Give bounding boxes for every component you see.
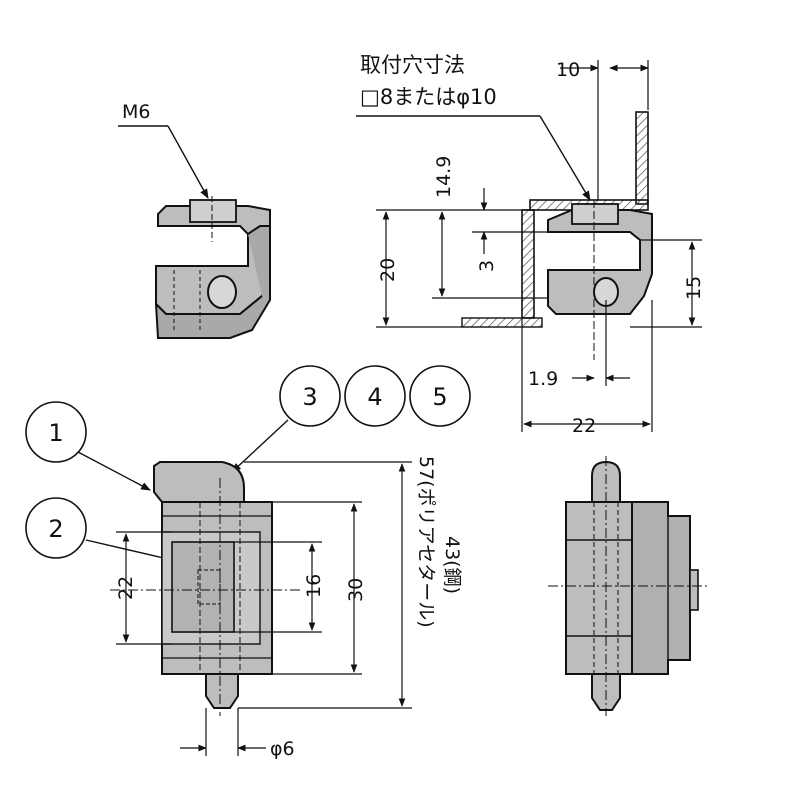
thread-label: M6: [122, 101, 150, 123]
dim-22-top-label: 22: [572, 415, 596, 437]
side-view-right: [548, 456, 708, 716]
dim-3-label: 3: [476, 260, 498, 272]
front-view: [110, 461, 300, 716]
dim-22-front: 22: [115, 531, 172, 645]
dim-15-label: 15: [683, 276, 705, 300]
dim-43-label: 43(鋼): [441, 536, 463, 594]
mount-hole-callout: 取付穴寸法 □8またはφ10: [356, 53, 591, 201]
balloon-1: 1: [25, 401, 151, 491]
balloon-3: 3: [231, 365, 341, 473]
mount-hole-title: 取付穴寸法: [360, 53, 465, 77]
balloon-2: 2: [25, 497, 199, 568]
dim-3: 3: [472, 188, 548, 272]
balloon-3-label: 3: [302, 383, 317, 411]
side-view-left: [154, 196, 271, 339]
dim-16-label: 16: [303, 574, 325, 598]
dim-1-9-label: 1.9: [528, 368, 558, 390]
dim-22-front-label: 22: [115, 576, 137, 600]
dim-16: 16: [234, 541, 325, 633]
dim-1-9: 1.9: [528, 300, 630, 390]
dim-14-9-label: 14.9: [433, 156, 455, 198]
dim-22-top: 22: [521, 300, 653, 437]
dim-30-label: 30: [345, 578, 367, 602]
dim-57: 57(ポリアセタール) 43(鋼): [238, 456, 463, 709]
dim-30: 30: [272, 501, 367, 675]
dim-57-label: 57(ポリアセタール): [415, 456, 437, 628]
balloon-5-label: 5: [432, 383, 447, 411]
balloon-5: 5: [409, 365, 471, 427]
balloon-4: 4: [344, 365, 406, 427]
mount-hole-spec: □8またはφ10: [360, 85, 497, 109]
dim-14-9: 14.9: [432, 156, 548, 299]
mounted-view: [461, 111, 653, 360]
dim-10: 10: [556, 59, 649, 200]
dim-phi-6: φ6: [180, 708, 295, 760]
dim-phi-6-label: φ6: [270, 738, 295, 760]
dim-10-label: 10: [556, 59, 580, 81]
dim-15: 15: [630, 239, 705, 328]
dim-20: 20: [376, 209, 530, 328]
dim-20-label: 20: [377, 258, 399, 282]
balloon-2-label: 2: [48, 515, 63, 543]
balloon-4-label: 4: [367, 383, 382, 411]
balloon-1-label: 1: [48, 419, 63, 447]
thread-callout: M6: [118, 101, 209, 199]
